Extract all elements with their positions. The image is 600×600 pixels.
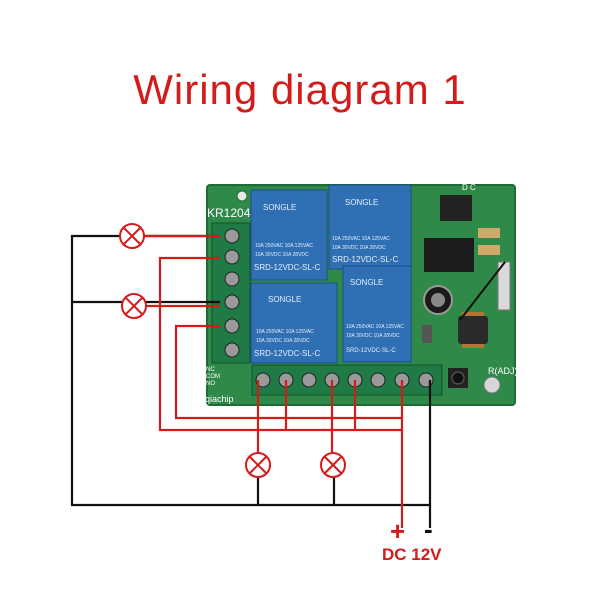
- diagram-title: Wiring diagram 1: [133, 66, 467, 113]
- relay-rating: 10A 250VAC 10A 125VAC: [255, 243, 313, 249]
- relay-icon: [342, 265, 412, 363]
- port-label-nc: NC: [206, 367, 215, 373]
- adj-label: R(ADJ): [488, 366, 518, 376]
- ic-chip-decoder: [424, 238, 474, 272]
- relay-icon: [250, 189, 328, 281]
- relay-1: SONGLE 10A 250VAC 10A 125VAC 10A 30VDC 1…: [250, 189, 328, 281]
- board-model-label: KR1204: [207, 206, 251, 220]
- antenna-wire: [459, 261, 506, 321]
- left-terminal-block: [211, 222, 251, 364]
- lamp-load-1: [119, 223, 145, 249]
- relay-rating: 10A 250VAC 10A 125VAC: [256, 329, 314, 335]
- positive-wire-common-mid: [174, 324, 402, 420]
- inductor-coil: [462, 312, 484, 316]
- lamp-cross: [123, 227, 141, 245]
- power-voltage-label: DC 12V: [382, 545, 442, 564]
- relay-rating: 10A 30VDC 10A 28VDC: [255, 252, 309, 258]
- ic-chip-top: [440, 195, 472, 221]
- diode-component: [422, 325, 432, 343]
- relay-rating: 10A 250VAC 10A 125VAC: [346, 324, 404, 330]
- terminal-screw-icon: [224, 294, 240, 310]
- relay-model: SRD-12VDC-SL-C: [346, 348, 396, 354]
- dc-mark-label: D C: [462, 183, 476, 192]
- port-label-block: [214, 364, 248, 390]
- left-terminals: [224, 228, 240, 358]
- terminal-screw-icon: [224, 249, 240, 265]
- relay-2: SONGLE 10A 250VAC 10A 125VAC 10A 30VDC 1…: [328, 184, 412, 270]
- resistor-component: [478, 228, 500, 238]
- terminal-screw-icon: [370, 372, 386, 388]
- terminal-screw-icon: [224, 342, 240, 358]
- board-maker-label: qiachip: [205, 394, 234, 404]
- relay-rating: 10A 30VDC 10A 28VDC: [346, 333, 400, 339]
- positive-wiring: [145, 234, 404, 528]
- relay-brand: SONGLE: [345, 198, 378, 207]
- terminal-screw-icon: [224, 228, 240, 244]
- resistor-component: [478, 245, 500, 255]
- port-label-com: COM: [206, 374, 220, 380]
- port-label-no: NO: [206, 381, 215, 387]
- terminal-screw-icon: [301, 372, 317, 388]
- relay-4: SONGLE 10A 250VAC 10A 125VAC 10A 30VDC 1…: [342, 265, 412, 363]
- mounting-hole-icon: [236, 190, 248, 202]
- lamp-load-2: [121, 293, 147, 319]
- terminal-screw-icon: [224, 318, 240, 334]
- inductor-body: [458, 316, 488, 344]
- lamp-cross: [125, 297, 143, 315]
- relay-model: SRD-12VDC-SL-C: [332, 255, 398, 264]
- positive-wire-common-left: [158, 256, 402, 432]
- relay-model: SRD-12VDC-SL-C: [254, 349, 320, 358]
- relay-brand: SONGLE: [268, 295, 301, 304]
- relay-icon: [250, 282, 338, 364]
- inductor-icon: [458, 312, 488, 348]
- power-minus-label: -: [424, 514, 433, 544]
- relay-brand: SONGLE: [263, 203, 296, 212]
- potentiometer-icon: [483, 376, 501, 394]
- lamp-cross: [249, 456, 267, 474]
- relay-brand: SONGLE: [350, 278, 383, 287]
- relay-icon: [328, 184, 412, 270]
- relay-rating: 10A 30VDC 10A 28VDC: [256, 338, 310, 344]
- relay-rating: 10A 250VAC 10A 125VAC: [332, 236, 390, 242]
- terminal-screw-icon: [255, 372, 271, 388]
- learn-button-cap: [451, 371, 465, 385]
- capacitor-top: [431, 293, 445, 307]
- relay-3: SONGLE 10A 250VAC 10A 125VAC 10A 30VDC 1…: [250, 282, 338, 364]
- lamp-load-4: [320, 452, 346, 478]
- power-plus-label: +: [390, 516, 406, 546]
- inductor-coil: [462, 344, 484, 348]
- lamp-load-3: [245, 452, 271, 478]
- relay-rating: 10A 30VDC 10A 28VDC: [332, 245, 386, 251]
- terminal-screw-icon: [224, 271, 240, 287]
- relay-model: SRD-12VDC-SL-C: [254, 263, 320, 272]
- bottom-terminals: [255, 372, 434, 388]
- lamp-cross: [324, 456, 342, 474]
